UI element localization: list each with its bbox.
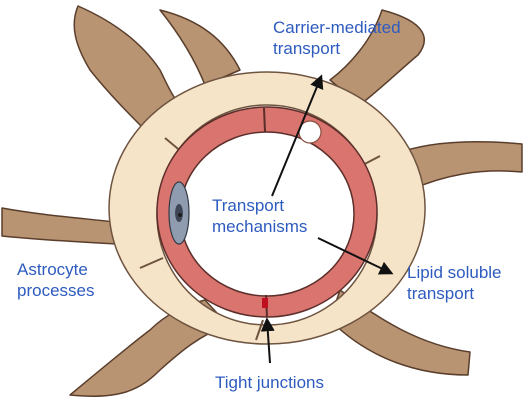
label-transport-mechanisms: Transport mechanisms <box>212 195 307 237</box>
label-lipid-soluble: Lipid soluble transport <box>407 262 502 304</box>
astrocyte-process-top <box>160 10 240 85</box>
label-carrier-line1: Carrier-mediated <box>273 17 401 38</box>
label-carrier-line2: transport <box>273 38 401 59</box>
label-transport-line2: mechanisms <box>212 216 307 237</box>
label-lipid-line1: Lipid soluble <box>407 262 502 283</box>
astrocyte-process-left <box>2 208 118 244</box>
endothelial-nucleus-icon <box>169 182 189 244</box>
label-carrier-mediated: Carrier-mediated transport <box>273 17 401 59</box>
label-tight-junctions: Tight junctions <box>215 372 324 393</box>
label-astro-line1: Astrocyte <box>17 259 94 280</box>
label-transport-line1: Transport <box>212 195 307 216</box>
label-tight-line: Tight junctions <box>215 372 324 393</box>
tight-junction-mark <box>262 298 268 308</box>
label-astrocyte-processes: Astrocyte processes <box>17 259 94 301</box>
label-astro-line2: processes <box>17 280 94 301</box>
label-lipid-line2: transport <box>407 283 502 304</box>
